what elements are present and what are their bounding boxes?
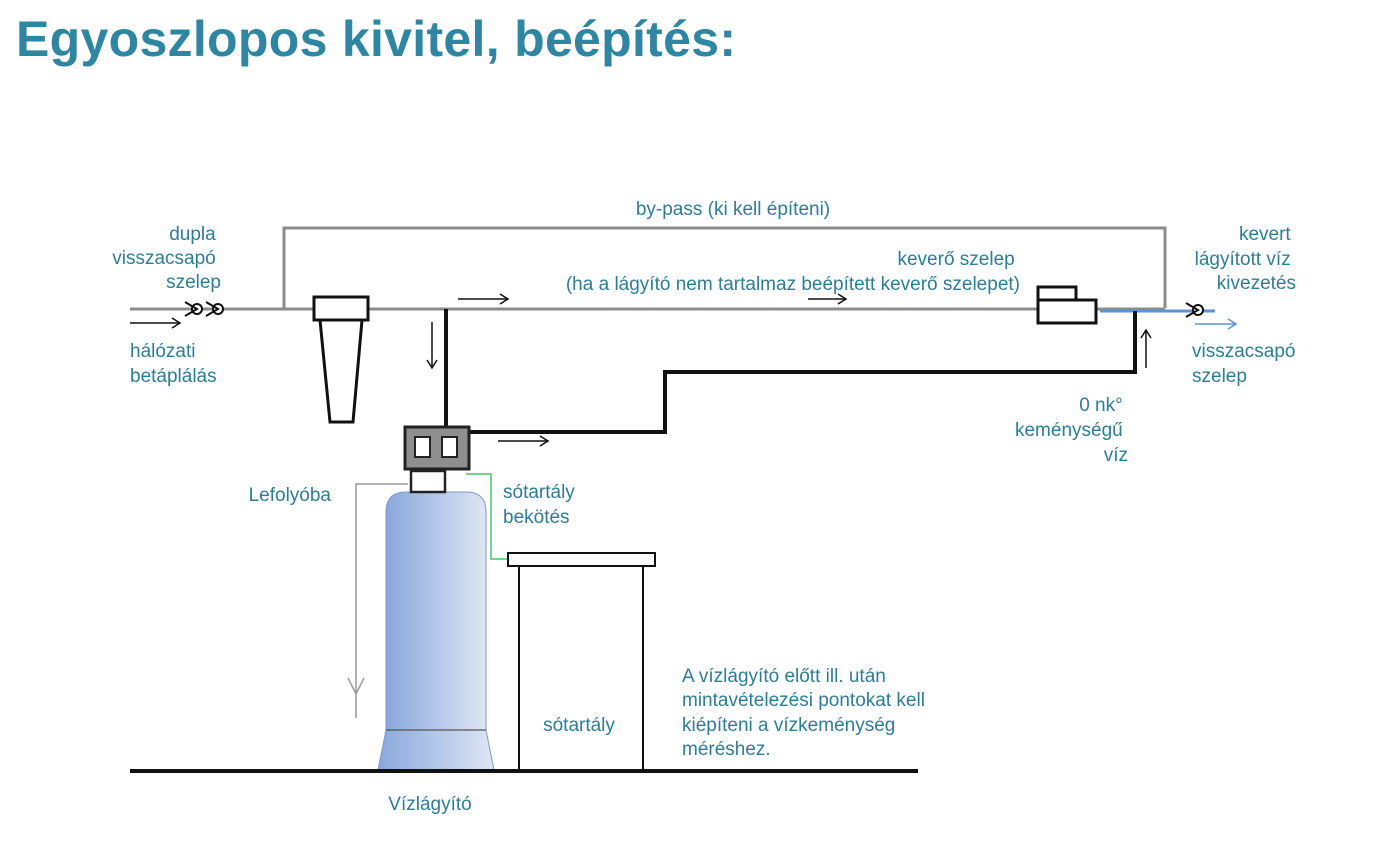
check-valve-label: visszacsapó szelep bbox=[1192, 341, 1301, 387]
check-valve-icon bbox=[1185, 302, 1204, 318]
softened-water-pipe bbox=[470, 311, 1137, 434]
mixing-valve-label: keverő szelep (ha a lágyító nem tartalma… bbox=[566, 249, 1020, 295]
inlet-flow-arrow bbox=[130, 317, 182, 329]
drain-arrow bbox=[347, 677, 365, 696]
network-supply-label: hálózati betáplálás bbox=[130, 341, 217, 387]
upward-flow-arrow bbox=[1140, 328, 1152, 368]
downward-flow-arrow bbox=[426, 322, 438, 370]
softener-tank-base bbox=[377, 729, 495, 771]
salt-tank-label: sótartály bbox=[543, 715, 615, 736]
brine-line bbox=[466, 473, 510, 560]
drain-label: Lefolyóba bbox=[249, 485, 332, 506]
brine-connection-label: sótartály bekötés bbox=[503, 482, 580, 528]
page-title: Egyoszlopos kivitel, beépítés: bbox=[16, 11, 737, 67]
mixed-water-outlet-label: kevert lágyított víz kivezetés bbox=[1195, 224, 1296, 294]
control-valve-head bbox=[403, 425, 471, 494]
bypass-pipe bbox=[282, 226, 1167, 308]
main-line-flow-arrow bbox=[458, 293, 510, 305]
bypass-label: by-pass (ki kell építeni) bbox=[636, 199, 830, 220]
drain-pipe bbox=[355, 483, 408, 718]
mixing-line-flow-arrow bbox=[808, 293, 848, 305]
softener-label: Vízlágyító bbox=[388, 794, 471, 815]
prefilter-icon bbox=[312, 295, 370, 424]
salt-tank bbox=[507, 552, 656, 770]
softener-tank bbox=[385, 491, 487, 731]
double-check-valve-icon bbox=[184, 301, 224, 317]
zero-hardness-label: 0 nk° keménységű víz bbox=[1015, 395, 1128, 466]
double-check-valve-label: dupla visszacsapó szelep bbox=[112, 224, 221, 293]
softened-flow-arrow bbox=[498, 435, 550, 447]
sampling-note: A vízlágyító előtt ill. után mintavétele… bbox=[682, 666, 930, 760]
mixing-valve-icon bbox=[1036, 285, 1098, 325]
outlet-flow-arrow bbox=[1195, 318, 1238, 330]
